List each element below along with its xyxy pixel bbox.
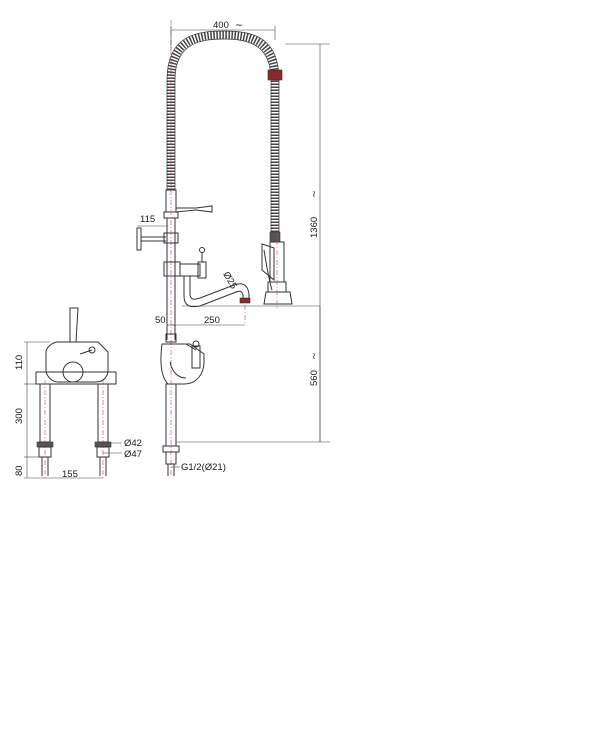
hose-span-label: 400: [213, 20, 229, 31]
wall-bracket-arm: [136, 205, 213, 251]
nut-height-label: 80: [14, 465, 25, 476]
spout-diameter-label: Ø25: [220, 270, 239, 291]
side-view-valve-head: [35, 341, 117, 385]
side-view-hose: [69, 307, 79, 343]
dimension-lines: [24, 26, 330, 479]
spout-aerator: [239, 297, 251, 304]
leg-spacing-label: 155: [62, 469, 78, 480]
spout-height-label: 560: [309, 370, 320, 386]
swivel-spout: [183, 276, 251, 325]
riser-pipe: [166, 20, 176, 476]
main-valve-body: [160, 333, 205, 476]
hose-clip: [267, 69, 283, 81]
pre-rinse-unit: [136, 20, 320, 476]
arm-height-label: 115: [140, 214, 155, 225]
pipe-inner-label: Ø42: [124, 438, 142, 449]
spout-reach-label: 250: [204, 315, 220, 326]
head-height-label: 110: [14, 355, 25, 370]
spout-height-approx: ∼: [309, 352, 320, 360]
connection-label: G1/2(Ø21): [181, 462, 226, 473]
flexible-hose: [166, 30, 283, 240]
hose-span-approx: ∼: [235, 20, 243, 31]
pipe-outer-label: Ø47: [124, 449, 142, 460]
total-height-approx: ∼: [309, 190, 320, 198]
side-view-legs: [36, 380, 112, 478]
spray-head: [261, 230, 293, 310]
spout-offset-label: 50: [155, 315, 166, 326]
side-view-unit: [35, 307, 117, 478]
leg-height-label: 300: [14, 408, 25, 424]
total-height-label: 1360: [309, 217, 320, 238]
spout-tee: [163, 247, 207, 279]
